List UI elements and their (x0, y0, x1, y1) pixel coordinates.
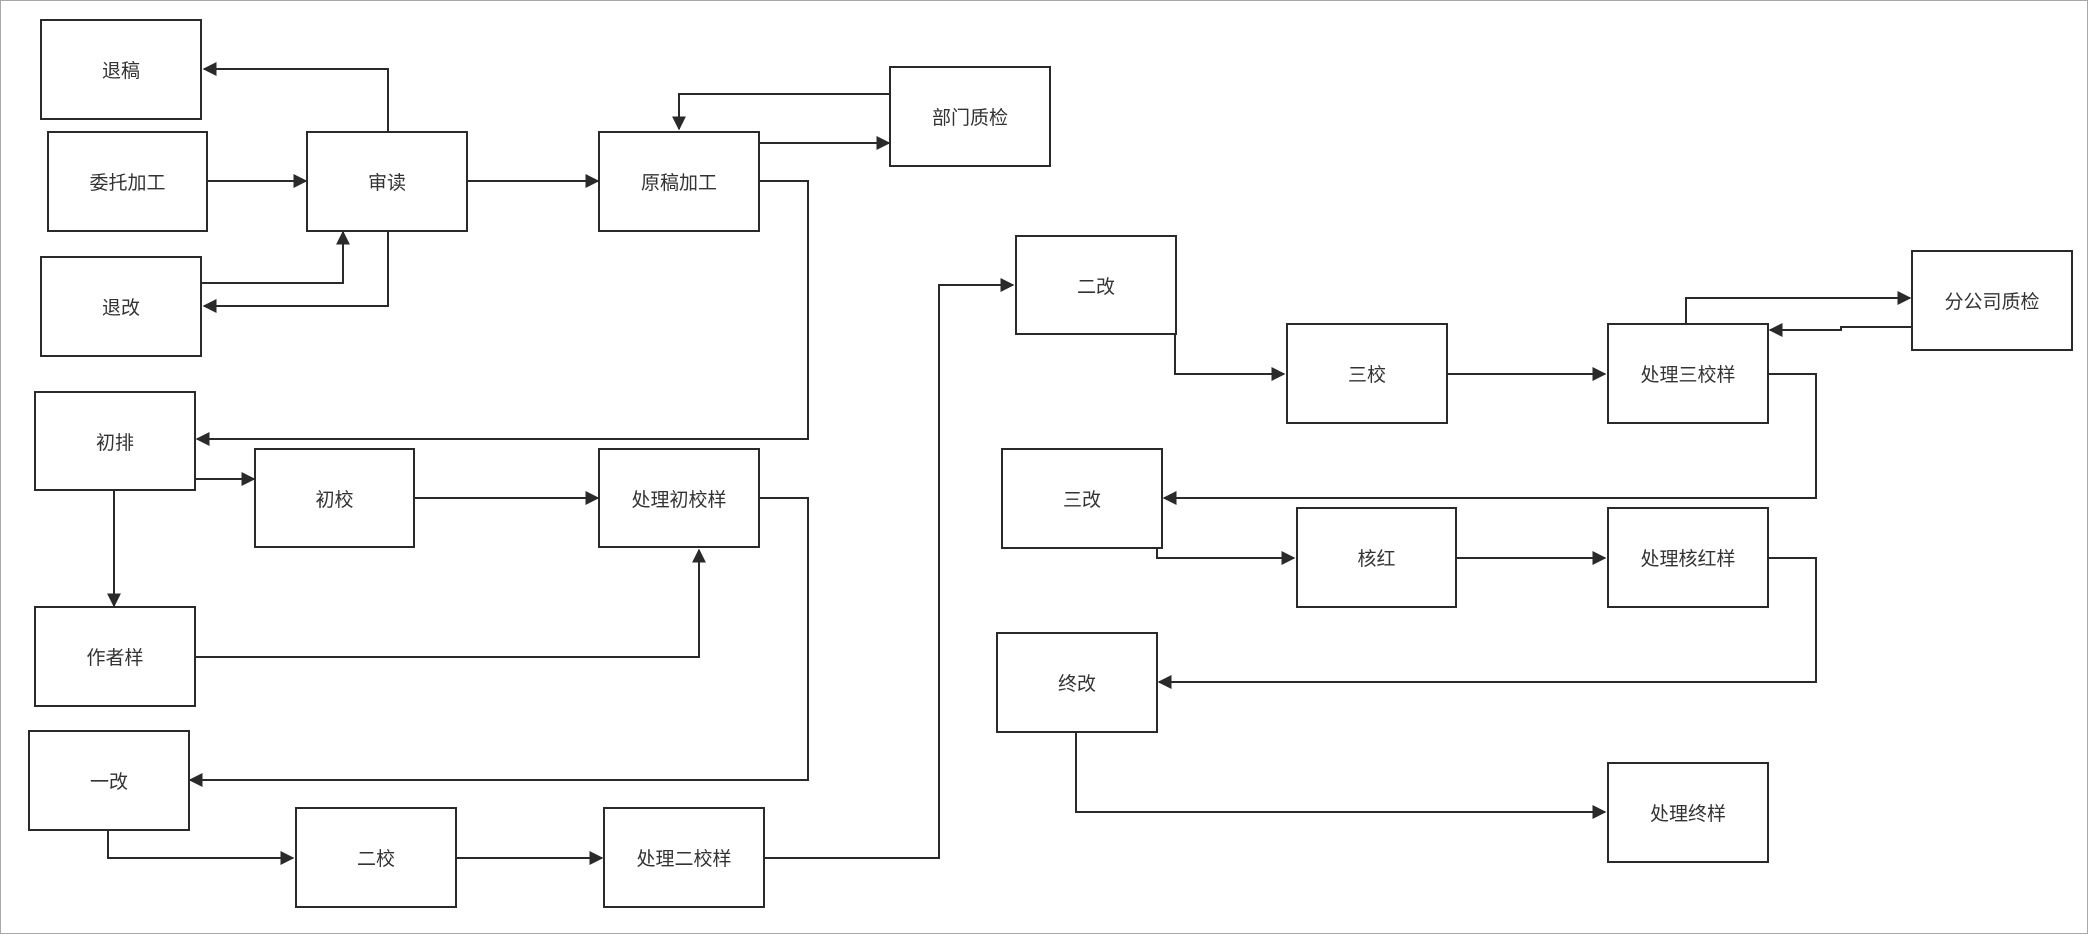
node-yigai: 一改 (28, 730, 190, 831)
node-bumen-label: 部门质检 (931, 107, 1008, 129)
node-weituo: 委托加工 (47, 131, 208, 232)
node-sangai-label: 三改 (1062, 489, 1101, 511)
node-erjiao: 二校 (295, 807, 457, 908)
edge-yuangao-chupai (195, 180, 809, 446)
edge-zuozhe-chuli (195, 548, 706, 658)
edge-zhonggai-chulizhong (1075, 733, 1607, 819)
node-tuigao-label: 退稿 (101, 60, 140, 82)
edge-chuli-sangai (1162, 373, 1817, 505)
node-chupai: 初排 (34, 391, 196, 491)
edge-chulierjiao-ergai (765, 278, 1015, 859)
node-chuli-zhong: 处理终样 (1607, 762, 1769, 863)
node-chujiao: 初校 (254, 448, 415, 548)
node-zuozhe-label: 作者样 (86, 647, 144, 669)
node-chuli-sanjiao-label: 处理三校样 (1640, 364, 1736, 386)
node-zuozhe: 作者样 (34, 606, 196, 707)
node-fengongsi: 分公司质检 (1911, 250, 2073, 351)
node-sanjiao: 三校 (1286, 323, 1448, 424)
edge-chulihehong-zhonggai (1157, 557, 1817, 689)
node-hehong: 核红 (1296, 507, 1457, 608)
node-yigai-label: 一改 (89, 771, 128, 793)
node-sanjiao-label: 三校 (1347, 364, 1386, 386)
node-tuigai: 退改 (40, 256, 202, 357)
node-tuigai-label: 退改 (101, 297, 140, 319)
edge-shendu-tuigai (202, 231, 389, 313)
node-ergai: 二改 (1015, 235, 1177, 335)
node-zhonggai-label: 终改 (1057, 673, 1096, 695)
edge-ergai-sanjiao (1174, 333, 1286, 381)
node-chuli-erjiao: 处理二校样 (603, 807, 765, 908)
node-ergai-label: 二改 (1076, 275, 1115, 298)
node-yuangao-label: 原稿加工 (640, 172, 717, 194)
node-chuli-chujiao-label: 处理初校样 (631, 488, 727, 511)
node-hehong-label: 核红 (1357, 548, 1396, 570)
node-shendu: 审读 (306, 131, 468, 232)
node-chujiao-label: 初校 (315, 488, 354, 511)
node-chuli-chujiao: 处理初校样 (598, 448, 760, 548)
node-sangai: 三改 (1001, 448, 1163, 549)
node-erjiao-label: 二校 (356, 848, 395, 870)
node-chuli-sanjiao: 处理三校样 (1607, 323, 1769, 424)
edge-shendu-tuigao (202, 62, 389, 131)
edge-fengongsi-chuli (1768, 323, 1911, 337)
edge-chuli-yigai (188, 497, 809, 787)
node-bumen: 部门质检 (889, 66, 1051, 167)
node-weituo-label: 委托加工 (89, 172, 166, 194)
edge-bumen-yuangao (672, 93, 890, 131)
node-yuangao: 原稿加工 (598, 131, 760, 232)
node-chuli-erjiao-label: 处理二校样 (636, 848, 732, 870)
node-fengongsi-label: 分公司质检 (1944, 291, 2040, 313)
node-chuli-hehong-label: 处理核红样 (1640, 548, 1736, 570)
edge-chuli-fengongsi (1685, 291, 1912, 323)
node-shendu-label: 审读 (367, 172, 406, 194)
node-zhonggai: 终改 (996, 632, 1158, 733)
node-tuigao: 退稿 (40, 19, 202, 120)
node-chuli-hehong: 处理核红样 (1607, 507, 1769, 608)
edge-tuigai-shendu (202, 230, 350, 284)
edge-sangai-hehong (1156, 548, 1296, 565)
node-chupai-label: 初排 (95, 431, 134, 454)
edge-yigai-erjiao (107, 831, 295, 865)
node-chuli-zhong-label: 处理终样 (1649, 803, 1726, 825)
